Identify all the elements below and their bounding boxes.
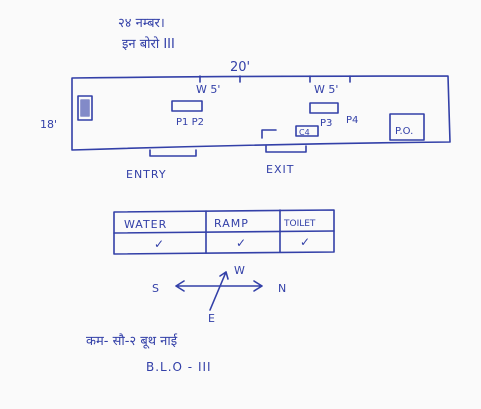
compass-vertical-arrow (209, 271, 229, 311)
inner-small-box (295, 125, 319, 137)
compass-horizontal-arrow (175, 280, 263, 292)
hall-left-box-inner (80, 99, 90, 117)
corner-box (389, 113, 425, 141)
window-right-label: W 5' (314, 83, 338, 96)
window-right-marker (309, 75, 351, 83)
facilities-table-outline (113, 209, 335, 255)
hall-height-label: 18' (40, 118, 57, 131)
table-header-toilet: TOILET (283, 219, 316, 229)
pillars-right-label-b: P4 (346, 115, 358, 126)
corner-box-label: P.O. (395, 126, 413, 137)
hall-left-box (77, 95, 93, 121)
window-left-marker (199, 75, 241, 83)
window-left-label: W 5' (196, 83, 220, 96)
pillars-right-label-a: P3 (320, 118, 332, 129)
table-check-toilet: ✓ (300, 235, 310, 249)
pillar-box-left (171, 100, 203, 112)
table-header-water: WATER (124, 218, 167, 231)
inner-small-box-label: C4 (299, 128, 310, 137)
footer-line-1: कम- सौ-२ बूथ नाई (86, 333, 178, 349)
compass-south: S (152, 282, 159, 295)
exit-arrow (261, 129, 277, 139)
exit-door-marker (265, 145, 307, 153)
header-line-1: २४ नम्बर। (118, 16, 165, 31)
table-header-ramp: RAMP (214, 217, 249, 230)
pillars-left-label: P1 P2 (176, 117, 204, 128)
header-line-2: इन बोरो III (122, 36, 175, 52)
table-check-water: ✓ (154, 237, 164, 251)
compass-west: W (234, 264, 245, 277)
entry-label: ENTRY (126, 168, 167, 181)
entry-door-marker (149, 149, 197, 157)
compass-east: E (208, 312, 215, 325)
hall-outline (71, 75, 451, 151)
exit-label: EXIT (266, 163, 294, 176)
pillar-box-right (309, 102, 339, 114)
footer-line-2: B.L.O - III (146, 360, 212, 374)
facilities-table-mid-line (113, 230, 335, 234)
table-check-ramp: ✓ (236, 236, 246, 250)
compass-north: N (278, 282, 286, 295)
hall-width-label: 20' (230, 60, 250, 75)
